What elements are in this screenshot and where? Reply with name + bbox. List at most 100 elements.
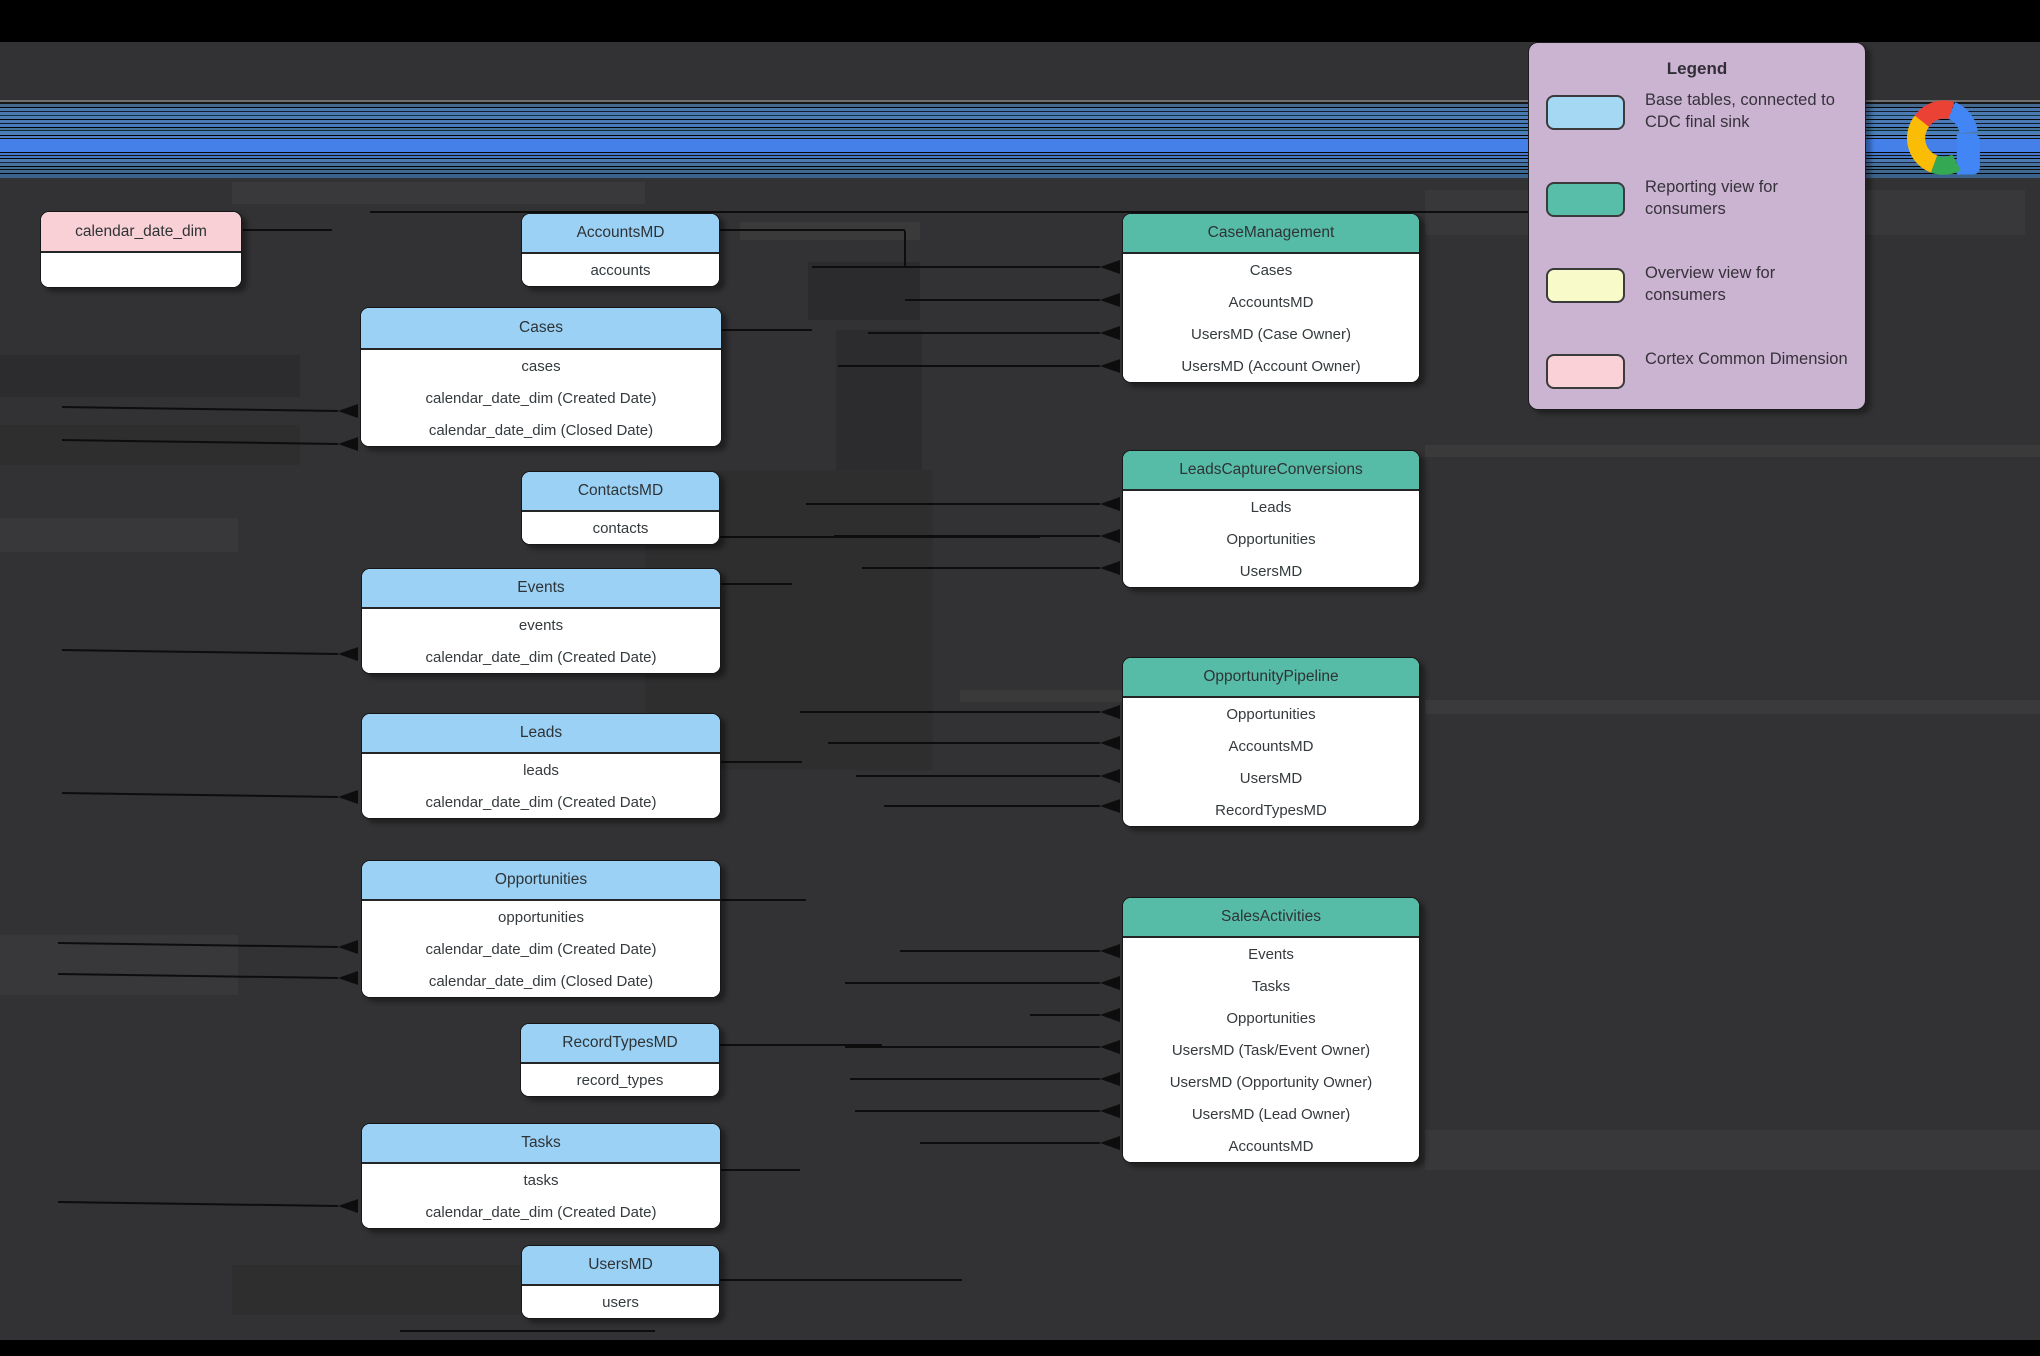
table-row[interactable]: AccountsMD xyxy=(1123,730,1419,762)
table-tasks-header[interactable]: Tasks xyxy=(362,1124,720,1164)
table-row[interactable]: UsersMD (Task/Event Owner) xyxy=(1123,1034,1419,1066)
background-artifact xyxy=(960,690,1125,702)
table-row[interactable]: UsersMD xyxy=(1123,555,1419,587)
connector-arrowhead xyxy=(338,790,358,804)
table-row[interactable]: cases xyxy=(361,350,721,382)
table-row[interactable]: Opportunities xyxy=(1123,1002,1419,1034)
table-salesactivities-header[interactable]: SalesActivities xyxy=(1123,898,1419,938)
table-usersmd-header[interactable]: UsersMD xyxy=(522,1246,719,1286)
table-row[interactable]: UsersMD (Case Owner) xyxy=(1123,318,1419,350)
table-events-header[interactable]: Events xyxy=(362,569,720,609)
table-row[interactable]: Tasks xyxy=(1123,970,1419,1002)
connector-arrowhead xyxy=(1100,1040,1120,1054)
table-row[interactable]: RecordTypesMD xyxy=(1123,794,1419,826)
table-row[interactable]: calendar_date_dim (Created Date) xyxy=(362,933,720,965)
google-cloud-logo xyxy=(1907,100,1980,175)
connector-arrowhead xyxy=(1100,1072,1120,1086)
table-casemanagement-header[interactable]: CaseManagement xyxy=(1123,214,1419,254)
connector-arrowhead xyxy=(338,940,358,954)
table-row[interactable]: events xyxy=(362,609,720,641)
table-row[interactable]: users xyxy=(522,1286,719,1318)
base-tables-swatch xyxy=(1546,95,1625,130)
table-row[interactable] xyxy=(41,253,241,287)
legend-item-label: Cortex Common Dimension xyxy=(1645,350,1848,368)
table-row[interactable]: UsersMD (Account Owner) xyxy=(1123,350,1419,382)
table-calendar_date_dim-header[interactable]: calendar_date_dim xyxy=(41,212,241,253)
background-artifact xyxy=(0,355,300,397)
table-row[interactable]: Opportunities xyxy=(1123,523,1419,555)
legend-item-label: Overview view for consumers xyxy=(1645,264,1776,304)
connector-arrowhead xyxy=(338,437,358,451)
table-row[interactable]: UsersMD (Lead Owner) xyxy=(1123,1098,1419,1130)
table-opportunitypipeline-header[interactable]: OpportunityPipeline xyxy=(1123,658,1419,698)
background-artifact xyxy=(808,262,920,320)
cortex-dimension-swatch xyxy=(1546,354,1625,389)
background-artifact xyxy=(836,330,922,470)
table-recordtypesmd-header[interactable]: RecordTypesMD xyxy=(521,1024,719,1064)
connector-arrowhead xyxy=(338,404,358,418)
table-row[interactable]: contacts xyxy=(522,512,719,544)
legend-item: Cortex Common Dimension xyxy=(1529,350,1865,394)
table-row[interactable]: AccountsMD xyxy=(1123,286,1419,318)
table-row[interactable]: calendar_date_dim (Created Date) xyxy=(362,1196,720,1228)
table-row[interactable]: calendar_date_dim (Closed Date) xyxy=(362,965,720,997)
connector-line xyxy=(61,439,339,445)
connector-arrowhead xyxy=(1100,769,1120,783)
connector-arrowhead xyxy=(1100,359,1120,373)
connector-arrowhead xyxy=(1100,561,1120,575)
background-artifact xyxy=(1425,700,2040,714)
table-row[interactable]: record_types xyxy=(521,1064,719,1096)
legend-item-label: Reporting view for consumers xyxy=(1645,178,1778,218)
connector-arrowhead xyxy=(1100,976,1120,990)
table-contactsmd-header[interactable]: ContactsMD xyxy=(522,472,719,512)
table-row[interactable]: leads xyxy=(362,754,720,786)
connector-arrowhead xyxy=(1100,260,1120,274)
table-leads-header[interactable]: Leads xyxy=(362,714,720,754)
background-artifact xyxy=(0,425,300,465)
connector-line xyxy=(57,942,339,948)
bottom-black-bar xyxy=(0,1340,2040,1356)
connector-line xyxy=(61,649,339,655)
table-row[interactable]: calendar_date_dim (Created Date) xyxy=(362,786,720,818)
table-row[interactable]: calendar_date_dim (Created Date) xyxy=(362,641,720,673)
connector-arrowhead xyxy=(1100,293,1120,307)
connector-arrowhead xyxy=(338,1199,358,1213)
table-cases-header[interactable]: Cases xyxy=(361,308,721,350)
connector-arrowhead xyxy=(1100,497,1120,511)
legend-item: Base tables, connected to CDC final sink xyxy=(1529,91,1865,135)
table-row[interactable]: accounts xyxy=(522,254,719,286)
table-row[interactable]: AccountsMD xyxy=(1123,1130,1419,1162)
table-row[interactable]: Cases xyxy=(1123,254,1419,286)
table-calendar_date_dim[interactable]: calendar_date_dim xyxy=(40,211,242,288)
table-row[interactable]: tasks xyxy=(362,1164,720,1196)
table-leadscaptureconversions-header[interactable]: LeadsCaptureConversions xyxy=(1123,451,1419,491)
table-row[interactable]: Leads xyxy=(1123,491,1419,523)
connector-arrowhead xyxy=(1100,326,1120,340)
table-row[interactable]: opportunities xyxy=(362,901,720,933)
legend-title: Legend xyxy=(1666,59,1728,78)
table-row[interactable]: calendar_date_dim (Created Date) xyxy=(361,382,721,414)
table-row[interactable]: Opportunities xyxy=(1123,698,1419,730)
table-row[interactable]: Events xyxy=(1123,938,1419,970)
table-row[interactable]: calendar_date_dim (Closed Date) xyxy=(361,414,721,446)
legend-panel[interactable]: Legend Base tables, connected to CDC fin… xyxy=(1528,42,1866,410)
connector-arrowhead xyxy=(1100,799,1120,813)
table-row[interactable]: UsersMD (Opportunity Owner) xyxy=(1123,1066,1419,1098)
table-row[interactable]: UsersMD xyxy=(1123,762,1419,794)
table-accountsmd-header[interactable]: AccountsMD xyxy=(522,214,719,254)
table-opportunities-header[interactable]: Opportunities xyxy=(362,861,720,901)
